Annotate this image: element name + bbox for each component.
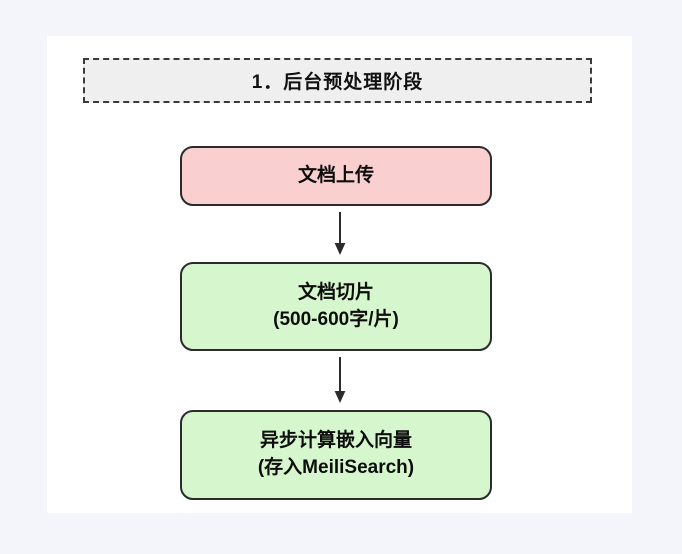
node-async-embedding-line-2: (存入MeiliSearch) [257,457,415,478]
node-document-chunking-line-2: (500-600字/片) [273,308,399,330]
stage-header-label: 1．后台预处理阶段 [251,72,424,93]
node-document-upload-line-1: 文档上传 [297,164,374,186]
arrow-upload-to-chunking [332,212,348,256]
node-async-embedding[interactable]: 异步计算嵌入向量 (存入MeiliSearch) [180,410,492,500]
node-document-upload[interactable]: 文档上传 [180,146,492,206]
node-document-chunking[interactable]: 文档切片 (500-600字/片) [180,262,492,351]
arrow-down-icon [334,357,346,403]
diagram-canvas: 1．后台预处理阶段 文档上传 文档切片 (500-600字/片) 异步计算嵌入向… [47,36,632,513]
arrow-chunking-to-embedding [332,357,348,404]
arrow-down-icon [334,212,346,255]
node-async-embedding-line-1: 异步计算嵌入向量 [259,430,412,452]
stage-header-box: 1．后台预处理阶段 [83,58,592,103]
node-document-chunking-line-1: 文档切片 [297,281,374,303]
